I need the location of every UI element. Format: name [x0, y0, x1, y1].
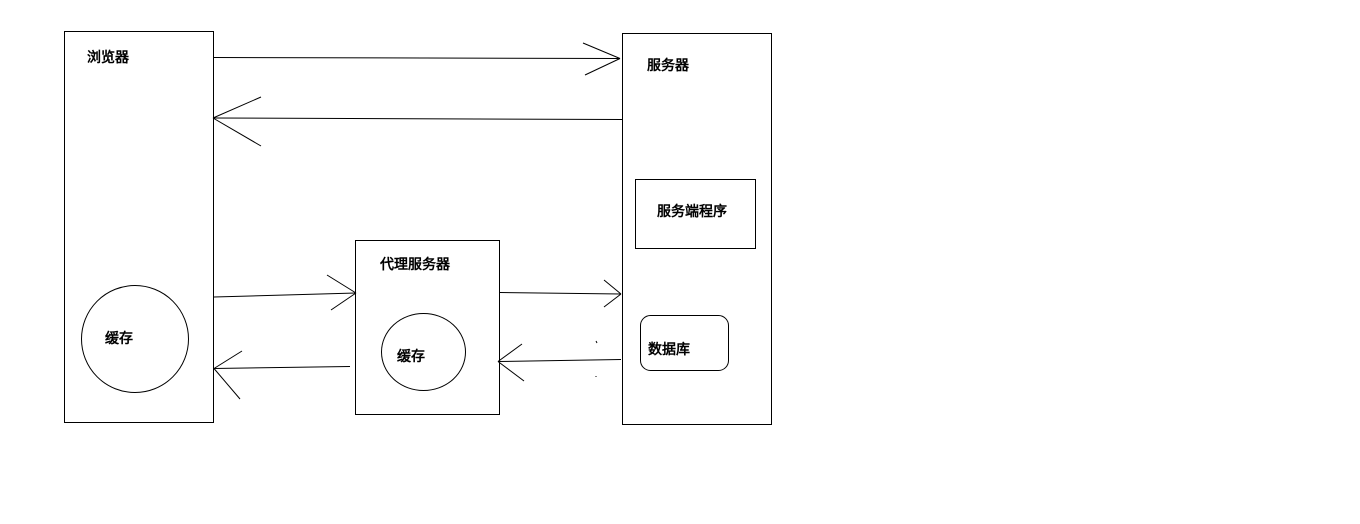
server-label: 服务器 — [647, 57, 690, 74]
browser-cache-circle — [81, 285, 189, 393]
server-program-box — [635, 179, 756, 249]
proxy-cache-circle — [381, 313, 466, 391]
proxy-label: 代理服务器 — [379, 256, 451, 273]
server-node: 服务器 服务端程序 数据库 — [622, 33, 772, 425]
stray-marks — [595, 340, 598, 377]
arrow-proxy-to-server — [499, 279, 622, 308]
server-program-label: 服务端程序 — [657, 203, 727, 220]
proxy-node: 代理服务器 缓存 — [355, 240, 500, 415]
arrow-proxy-to-browser — [213, 350, 351, 400]
arrow-server-to-browser — [212, 96, 623, 147]
browser-cache-label: 缓存 — [105, 330, 133, 347]
arrow-browser-to-server — [213, 42, 621, 76]
browser-label: 浏览器 — [87, 49, 130, 66]
browser-node: 浏览器 缓存 — [64, 31, 214, 423]
arrow-browser-to-proxy — [213, 274, 357, 311]
proxy-cache-label: 缓存 — [397, 348, 425, 365]
arrow-server-to-proxy — [497, 343, 622, 382]
database-box — [640, 315, 729, 371]
database-label: 数据库 — [648, 341, 690, 358]
